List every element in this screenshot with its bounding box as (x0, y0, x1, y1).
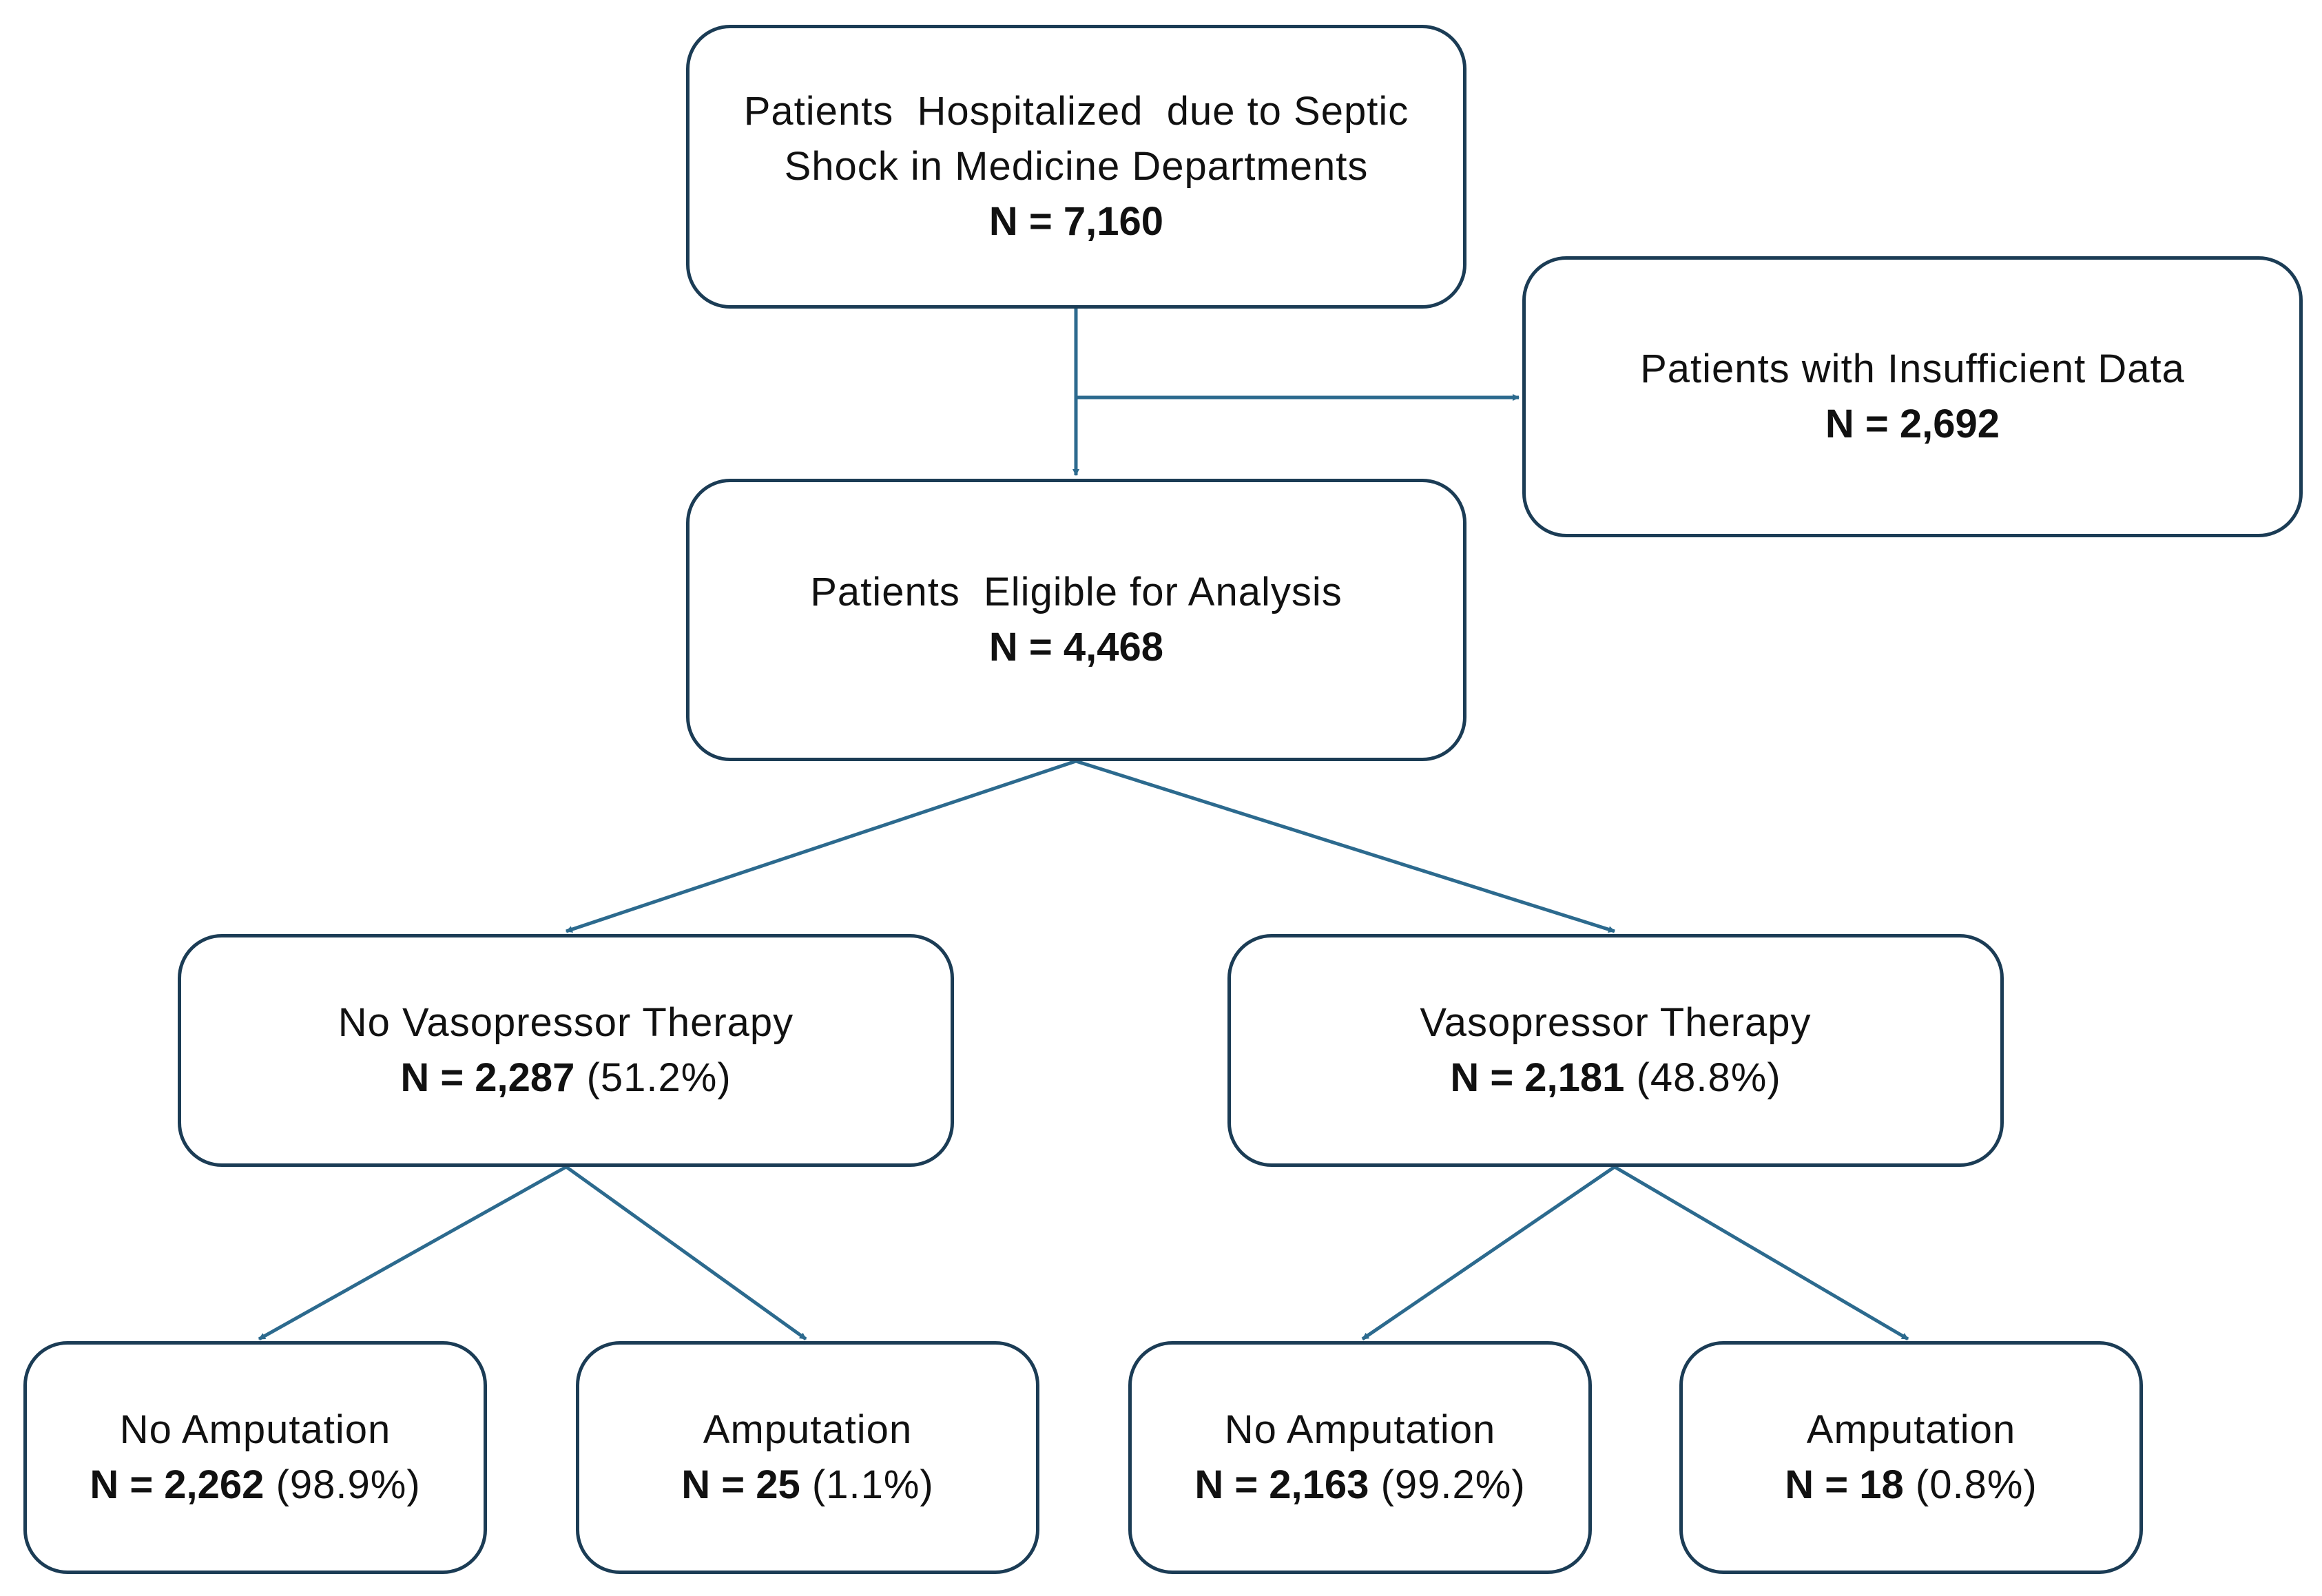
box-label: Patients Eligible for Analysis (810, 570, 1343, 614)
box-percentage: (98.9%) (276, 1462, 421, 1507)
box-label: Amputation (1806, 1407, 2016, 1452)
box-count: N = 2,692 (1825, 402, 2000, 446)
box-percentage: (51.2%) (586, 1055, 732, 1100)
box-count-line: N = 2,163 (99.2%) (1194, 1458, 1525, 1513)
box-vaso-no-amputation: No Amputation N = 2,163 (99.2%) (1128, 1341, 1592, 1574)
box-count: N = 2,163 (1194, 1462, 1369, 1507)
box-count-line: N = 2,692 (1825, 397, 2000, 452)
box-count: N = 2,262 (90, 1462, 265, 1507)
box-label: No Amputation (1224, 1407, 1496, 1452)
box-count-line: N = 25 (1.1%) (681, 1458, 933, 1513)
box-count-line: N = 2,181 (48.8%) (1450, 1050, 1781, 1106)
box-count: N = 2,287 (400, 1055, 575, 1100)
box-count: N = 4,468 (988, 625, 1164, 670)
box-vasopressor-therapy: Vasopressor Therapy N = 2,181 (48.8%) (1227, 934, 2004, 1167)
arrow-eligible-to-vasopressor (1075, 759, 1615, 933)
box-no-vasopressor-therapy: No Vasopressor Therapy N = 2,287 (51.2%) (178, 934, 954, 1167)
arrow-eligible-to-no-vasopressor (566, 759, 1077, 933)
box-label: Amputation (703, 1407, 913, 1452)
box-count: N = 25 (681, 1462, 800, 1507)
arrow-no-vaso-to-amputation (565, 1165, 807, 1341)
box-hospitalized-patients: Patients Hospitalized due to Septic Shoc… (686, 25, 1466, 309)
box-label: Vasopressor Therapy (1420, 1000, 1812, 1045)
box-insufficient-data: Patients with Insufficient Data N = 2,69… (1522, 256, 2303, 537)
box-percentage: (1.1%) (811, 1462, 934, 1507)
box-percentage: (99.2%) (1380, 1462, 1526, 1507)
box-no-vaso-amputation: Amputation N = 25 (1.1%) (576, 1341, 1039, 1574)
arrow-no-vaso-to-no-amputation (258, 1165, 568, 1341)
box-label: No Amputation (119, 1407, 391, 1452)
box-label-line-2: Shock in Medicine Departments (784, 144, 1369, 189)
arrow-vaso-to-amputation (1613, 1165, 1909, 1341)
box-label: Patients with Insufficient Data (1640, 346, 2185, 391)
box-percentage: (48.8%) (1636, 1055, 1781, 1100)
box-percentage: (0.8%) (1915, 1462, 2038, 1507)
arrow-vaso-to-no-amputation (1361, 1165, 1616, 1341)
box-label-line-1: Patients Hospitalized due to Septic (743, 89, 1409, 134)
box-count: N = 18 (1785, 1462, 1904, 1507)
box-label: No Vasopressor Therapy (338, 1000, 794, 1045)
box-no-vaso-no-amputation: No Amputation N = 2,262 (98.9%) (23, 1341, 487, 1574)
box-vaso-amputation: Amputation N = 18 (0.8%) (1679, 1341, 2143, 1574)
box-count-line: N = 18 (0.8%) (1785, 1458, 2037, 1513)
box-count-line: N = 2,287 (51.2%) (400, 1050, 731, 1106)
box-eligible-patients: Patients Eligible for Analysis N = 4,468 (686, 479, 1466, 761)
box-count-line: N = 7,160 (989, 194, 1163, 249)
box-count: N = 7,160 (988, 199, 1164, 244)
box-count-line: N = 4,468 (989, 620, 1163, 675)
box-count-line: N = 2,262 (98.9%) (90, 1458, 420, 1513)
box-count: N = 2,181 (1450, 1055, 1625, 1100)
